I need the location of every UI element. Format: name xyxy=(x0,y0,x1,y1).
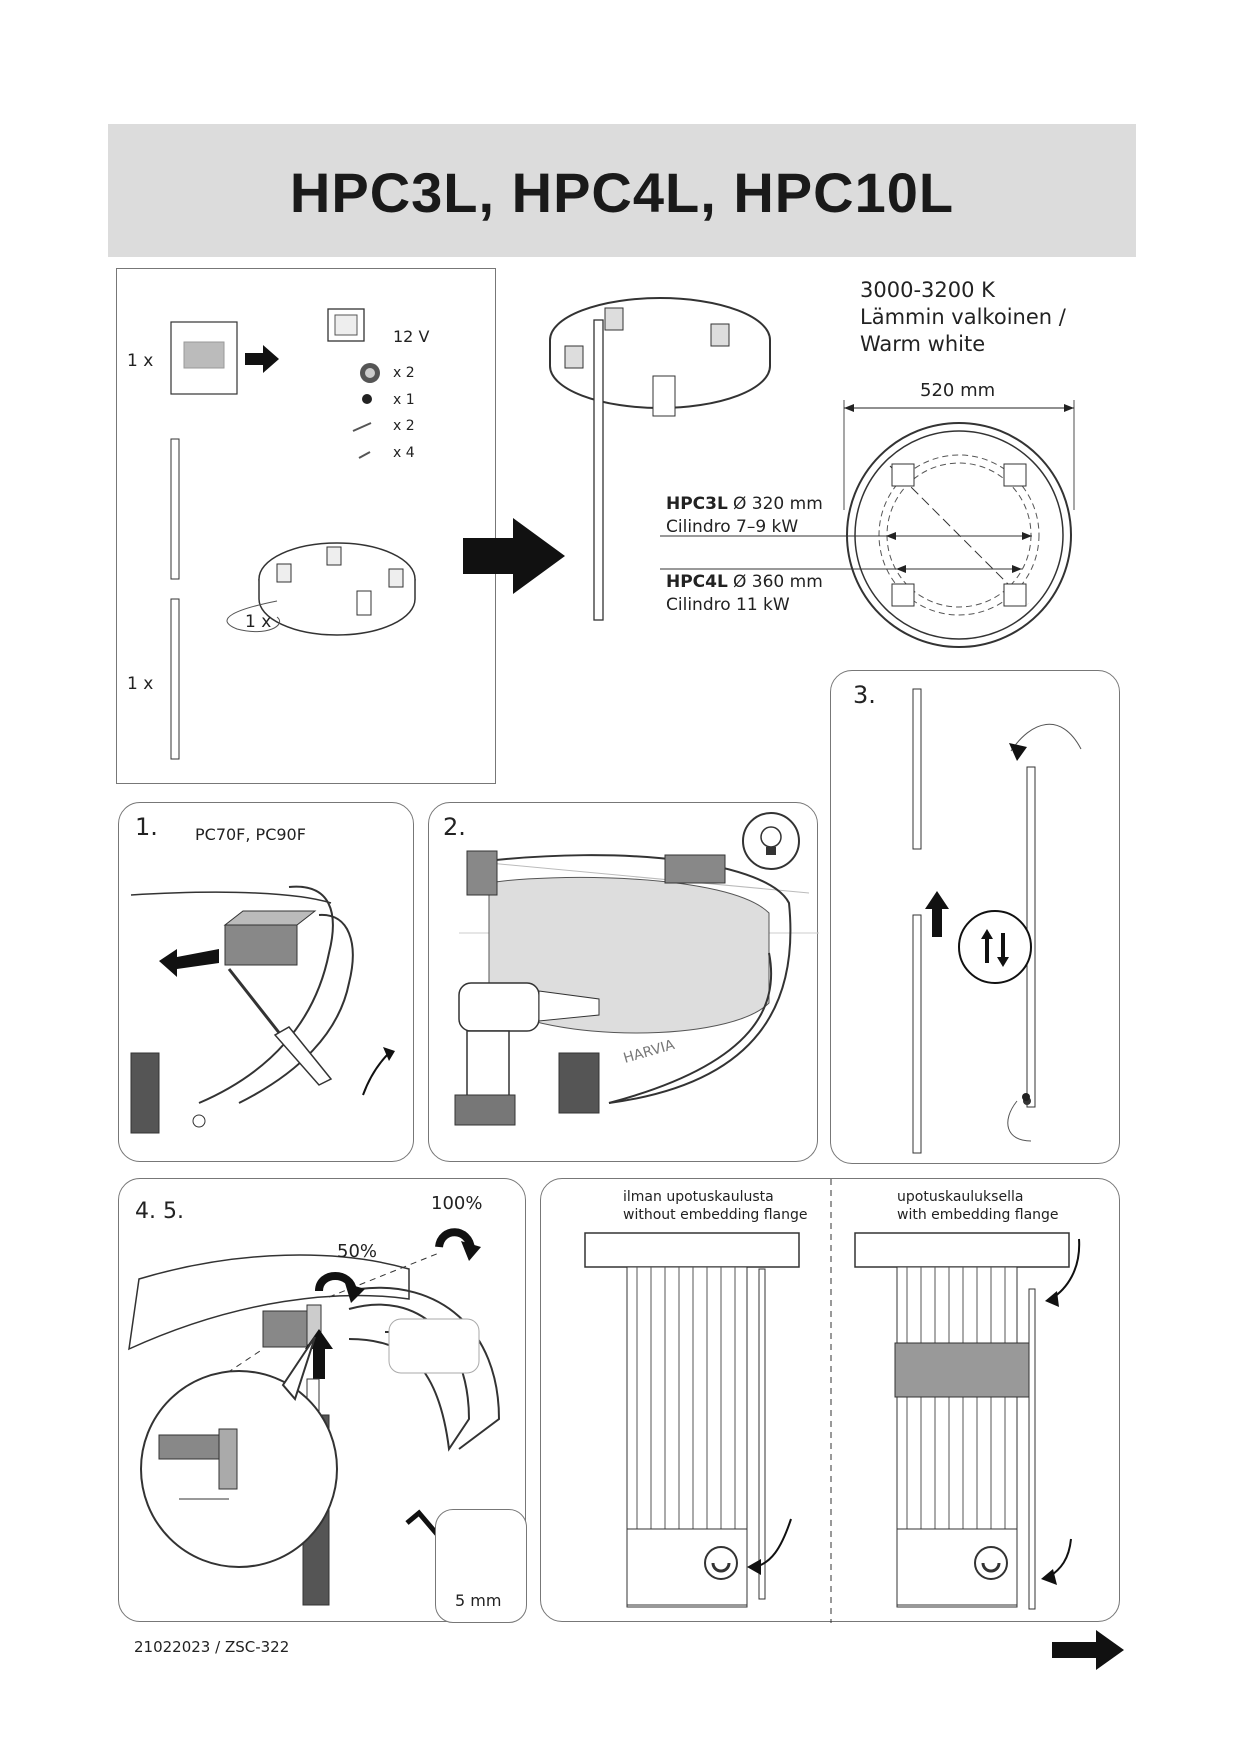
qty-post: 1 x xyxy=(127,674,154,694)
step-4-5-number: 4. 5. xyxy=(135,1199,184,1224)
package-contents-panel: 1 x 12 V x 2 x 1 x 2 x 4 1 x 1 x xyxy=(116,268,496,784)
hpc4l-model: HPC4L xyxy=(666,572,728,592)
flange-with-fi: upotuskauluksella xyxy=(897,1189,1024,1205)
hpc3l-model: HPC3L xyxy=(666,494,728,514)
magnet-icon xyxy=(974,1546,1008,1580)
torque-half-label: 50% xyxy=(337,1241,378,1262)
torque-full-label: 100% xyxy=(431,1193,483,1214)
flange-comparison-panel: ilman upotuskaulusta without embedding f… xyxy=(540,1178,1120,1623)
qty-control-panel: 1 x xyxy=(127,351,154,371)
color-name-en: Warm white xyxy=(860,332,986,356)
dimension-diagram xyxy=(660,380,1100,660)
left-arrow-icon xyxy=(159,949,219,977)
hpc4l-diameter: Ø 360 mm xyxy=(733,572,823,592)
hpc4l-cylinder: Cilindro 11 kW xyxy=(666,595,790,615)
flange-without-en: without embedding flange xyxy=(623,1207,808,1223)
step-2-panel: HARVIA 2. xyxy=(428,802,819,1162)
tool-size-label: 5 mm xyxy=(455,1591,502,1610)
right-arrow-icon xyxy=(463,518,565,594)
step-4-5-panel: 4. 5. 100% 50% 5 mm xyxy=(118,1178,527,1623)
step-1-number: 1. xyxy=(135,813,158,841)
step-1-models: PC70F, PC90F xyxy=(195,825,306,844)
color-name-fi: Lämmin valkoinen / xyxy=(860,305,1066,329)
step-2-number: 2. xyxy=(443,813,466,841)
updown-arrows-icon xyxy=(958,910,1032,984)
up-arrow-icon xyxy=(925,891,949,937)
step-1-panel: 1. PC70F, PC90F xyxy=(118,802,414,1162)
assembled-ring-drawing xyxy=(455,280,795,640)
qty-screw-long: x 2 xyxy=(393,418,415,434)
step-3-panel: 3. xyxy=(830,670,1120,1164)
qty-ring: 1 x xyxy=(245,612,272,632)
title-banner: HPC3L, HPC4L, HPC10L xyxy=(108,124,1136,257)
hpc3l-cylinder: Cilindro 7–9 kW xyxy=(666,517,799,537)
next-page-arrow-icon[interactable] xyxy=(1052,1630,1126,1670)
right-arrow-icon xyxy=(245,345,279,373)
flange-with-en: with embedding flange xyxy=(897,1207,1059,1223)
color-temperature: 3000-3200 K xyxy=(860,278,995,302)
hpc3l-diameter: Ø 320 mm xyxy=(733,494,823,514)
step-3-number: 3. xyxy=(853,681,876,709)
qty-screw-short: x 4 xyxy=(393,445,415,461)
document-code: 21022023 / ZSC-322 xyxy=(134,1638,290,1656)
tool-size-box xyxy=(435,1509,527,1623)
rotate-arrow-icon xyxy=(315,1228,481,1303)
qty-nut: x 1 xyxy=(393,392,415,408)
magnet-icon xyxy=(704,1546,738,1580)
diameter-label: 520 mm xyxy=(920,380,996,401)
lightbulb-icon xyxy=(742,812,800,870)
heater-brand-text: HARVIA xyxy=(622,1037,677,1067)
qty-glands: x 2 xyxy=(393,365,415,381)
voltage-label: 12 V xyxy=(393,327,430,346)
page-title: HPC3L, HPC4L, HPC10L xyxy=(289,161,955,224)
flange-without-fi: ilman upotuskaulusta xyxy=(623,1189,774,1205)
package-contents-drawing xyxy=(170,308,416,760)
